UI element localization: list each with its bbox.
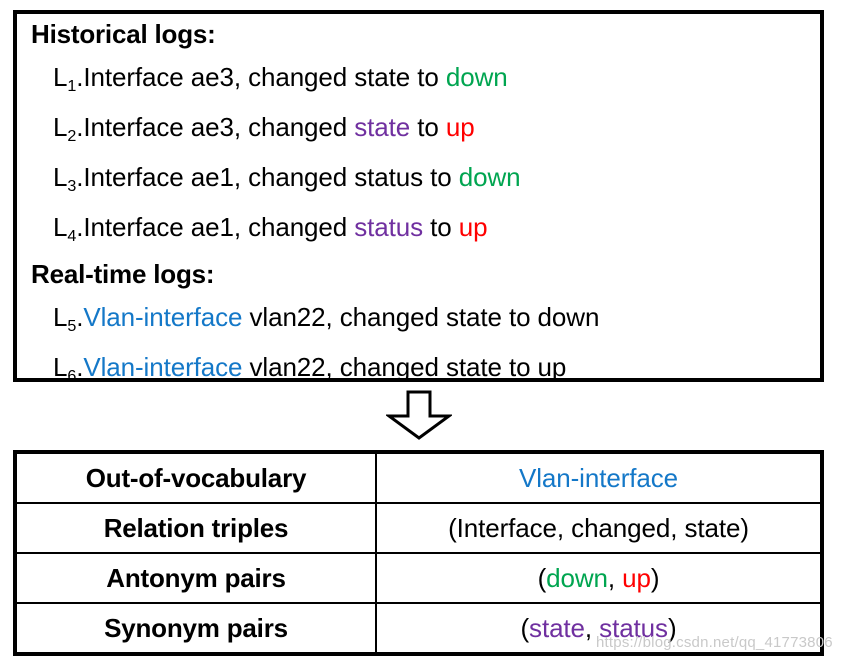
log-line-token: up <box>445 112 475 142</box>
log-line-label: L6. <box>53 352 84 385</box>
table-row-value: Vlan-interface <box>375 451 823 504</box>
log-line-token: down <box>458 162 521 192</box>
table-value-token: ) <box>667 612 677 643</box>
log-line-label: L2. <box>53 112 84 145</box>
historical-log-lines: L1. Interface ae3, changed state to down… <box>31 54 820 254</box>
log-line-token: up <box>458 212 488 242</box>
log-line: L5. Vlan-interface vlan22, changed state… <box>31 294 820 344</box>
realtime-log-lines: L5. Vlan-interface vlan22, changed state… <box>31 294 820 394</box>
table-value-token: ( <box>537 562 547 593</box>
table-value-token: state <box>529 612 585 643</box>
log-line-label: L3. <box>53 162 84 195</box>
table-value-token: ) <box>650 562 660 593</box>
table-value-token: status <box>599 612 668 643</box>
log-line-token: state <box>354 112 411 142</box>
log-line: L6. Vlan-interface vlan22, changed state… <box>31 344 820 394</box>
log-line-token: vlan22, changed state to down <box>242 302 600 332</box>
table-row-value: (down, up) <box>375 552 823 604</box>
log-line-label: L4. <box>53 212 84 245</box>
table-value-token: ( <box>520 612 530 643</box>
table-row-label: Synonym pairs <box>14 602 377 655</box>
realtime-logs-section: Real-time logs: L5. Vlan-interface vlan2… <box>17 254 820 394</box>
table-row-value: (Interface, changed, state) <box>375 502 823 554</box>
historical-logs-section: Historical logs: L1. Interface ae3, chan… <box>17 14 820 254</box>
log-line-label: L5. <box>53 302 84 335</box>
historical-logs-heading: Historical logs: <box>31 19 216 49</box>
logs-panel: Historical logs: L1. Interface ae3, chan… <box>13 10 824 385</box>
log-line-token: to <box>423 212 459 242</box>
table-row-label: Antonym pairs <box>14 552 377 604</box>
table-row-label: Relation triples <box>14 502 377 554</box>
table-value-token: Vlan-interface <box>518 462 679 493</box>
log-line-token: Interface ae1, changed <box>83 212 355 242</box>
log-line-token: Interface ae3, changed <box>83 112 355 142</box>
realtime-logs-heading: Real-time logs: <box>31 259 215 289</box>
log-line: L1. Interface ae3, changed state to down <box>31 54 820 104</box>
table-value-token: , <box>607 562 623 593</box>
down-block-arrow-icon <box>384 390 454 440</box>
table-row: Antonym pairs(down, up) <box>14 552 823 604</box>
log-line: L3. Interface ae1, changed status to dow… <box>31 154 820 204</box>
log-line-label: L1. <box>53 62 84 95</box>
log-line-token: status <box>354 212 424 242</box>
log-line-token: down <box>445 62 508 92</box>
table-value-token: down <box>546 562 608 593</box>
table-row-label: Out-of-vocabulary <box>14 451 377 504</box>
table-row: Relation triples (Interface, changed, sta… <box>14 502 823 554</box>
table-row: Synonym pairs(state, status) <box>14 602 823 655</box>
log-line-token: Vlan-interface <box>83 352 243 382</box>
log-line: L2. Interface ae3, changed state to up <box>31 104 820 154</box>
log-line-token: to <box>410 112 446 142</box>
log-line-token: Vlan-interface <box>83 302 243 332</box>
log-line-token: Interface ae3, changed state to <box>83 62 446 92</box>
table-value-token: (Interface, changed, state) <box>448 512 749 543</box>
table-row: Out-of-vocabulary Vlan-interface <box>14 451 823 504</box>
log-line: L4. Interface ae1, changed status to up <box>31 204 820 254</box>
table-value-token: up <box>622 562 651 593</box>
table-value-token: , <box>584 612 600 643</box>
table-row-value: (state, status) <box>375 602 823 655</box>
log-line-token: Interface ae1, changed status to <box>83 162 459 192</box>
log-line-token: vlan22, changed state to up <box>242 352 567 382</box>
